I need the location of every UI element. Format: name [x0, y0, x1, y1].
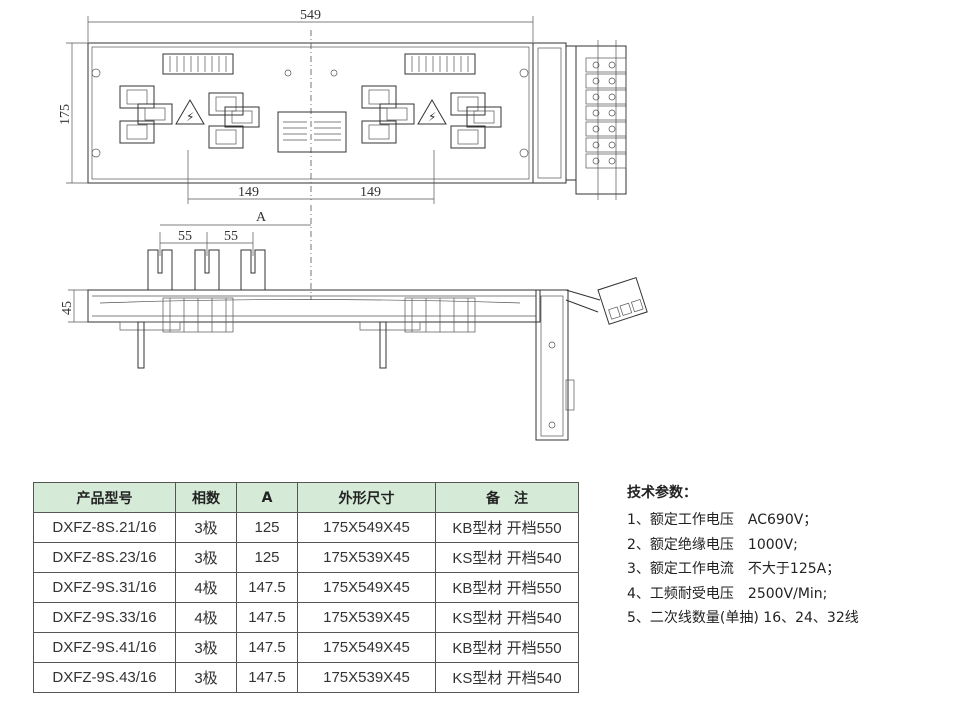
dim-175: 175	[58, 104, 73, 125]
dim-55-b: 55	[224, 229, 238, 244]
cell-a: 125	[236, 512, 298, 543]
cell-remarks: KS型材 开档540	[435, 602, 579, 633]
dim-55-a: 55	[178, 229, 192, 244]
cell-dimensions: 175X539X45	[297, 542, 436, 573]
cell-dimensions: 175X549X45	[297, 632, 436, 663]
cell-dimensions: 175X549X45	[297, 572, 436, 603]
cell-dimensions: 175X549X45	[297, 512, 436, 543]
table-row: DXFZ-9S.33/16 4极 147.5 175X539X45 KS型材 开…	[33, 602, 579, 633]
label-plate	[277, 111, 347, 153]
header-model: 产品型号	[33, 482, 176, 513]
warning-icon	[175, 99, 205, 125]
cell-remarks: KB型材 开档550	[435, 632, 579, 663]
cell-a: 147.5	[236, 662, 298, 693]
cell-poles: 4极	[175, 602, 237, 633]
cell-a: 147.5	[236, 572, 298, 603]
list-item: 4、工频耐受电压 2500V/Min;	[627, 585, 828, 602]
header-dimensions: 外形尺寸	[297, 482, 436, 513]
cell-remarks: KS型材 开档540	[435, 662, 579, 693]
list-item: 5、二次线数量(单抽) 16、24、32线	[627, 610, 859, 626]
cell-remarks: KB型材 开档550	[435, 572, 579, 603]
cell-poles: 3极	[175, 662, 237, 693]
spec-table: 产品型号 相数 A 外形尺寸 备 注 DXFZ-8S.21/16 3极 125 …	[33, 482, 579, 693]
cell-poles: 3极	[175, 632, 237, 663]
table-row: DXFZ-8S.23/16 3极 125 175X539X45 KS型材 开档5…	[33, 542, 579, 573]
list-item: 2、额定绝缘电压 1000V;	[627, 536, 798, 553]
dim-149-left: 149	[238, 185, 259, 200]
cell-model: DXFZ-8S.23/16	[33, 542, 176, 573]
tech-params: 技术参数： 1、额定工作电压 AC690V； 2、额定绝缘电压 1000V; 3…	[627, 482, 859, 631]
cell-a: 147.5	[236, 632, 298, 663]
header-poles: 相数	[175, 482, 237, 513]
technical-drawing: 549 175	[58, 8, 648, 441]
cell-model: DXFZ-9S.41/16	[33, 632, 176, 663]
cell-model: DXFZ-8S.21/16	[33, 512, 176, 543]
table-header-row: 产品型号 相数 A 外形尺寸 备 注	[33, 482, 579, 513]
cell-dimensions: 175X539X45	[297, 602, 436, 633]
dim-549: 549	[300, 8, 321, 23]
header-remarks: 备 注	[435, 482, 579, 513]
dim-149-right: 149	[360, 185, 381, 200]
cell-remarks: KS型材 开档540	[435, 542, 579, 573]
header-a: A	[236, 482, 298, 513]
list-item: 1、额定工作电压 AC690V；	[627, 512, 818, 528]
tech-params-title: 技术参数：	[627, 485, 697, 501]
table-row: DXFZ-9S.41/16 3极 147.5 175X549X45 KB型材 开…	[33, 632, 579, 663]
svg-text:⚡: ⚡	[186, 110, 194, 124]
cell-poles: 3极	[175, 542, 237, 573]
cell-dimensions: 175X539X45	[297, 662, 436, 693]
dim-45: 45	[60, 301, 75, 315]
side-view: A 55 55 45	[60, 205, 648, 441]
table-row: DXFZ-8S.21/16 3极 125 175X549X45 KB型材 开档5…	[33, 512, 579, 543]
cell-a: 125	[236, 542, 298, 573]
cell-a: 147.5	[236, 602, 298, 633]
table-row: DXFZ-9S.31/16 4极 147.5 175X549X45 KB型材 开…	[33, 572, 579, 603]
tech-params-list: 1、额定工作电压 AC690V； 2、额定绝缘电压 1000V; 3、额定工作电…	[627, 508, 859, 631]
svg-text:⚡: ⚡	[428, 110, 436, 124]
cell-remarks: KB型材 开档550	[435, 512, 579, 543]
list-item: 3、额定工作电流 不大于125A；	[627, 561, 841, 577]
cell-poles: 4极	[175, 572, 237, 603]
table-row: DXFZ-9S.43/16 3极 147.5 175X539X45 KS型材 开…	[33, 662, 579, 693]
cell-model: DXFZ-9S.43/16	[33, 662, 176, 693]
warning-icon	[417, 99, 447, 125]
cell-poles: 3极	[175, 512, 237, 543]
top-view: 549 175	[58, 8, 627, 204]
cell-model: DXFZ-9S.33/16	[33, 602, 176, 633]
dim-a: A	[256, 210, 267, 225]
cell-model: DXFZ-9S.31/16	[33, 572, 176, 603]
